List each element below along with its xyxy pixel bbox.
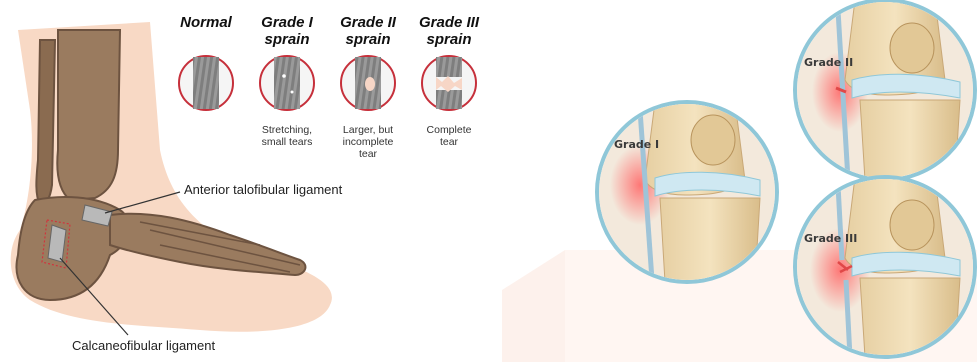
knee-inset-grade2 <box>795 0 975 180</box>
grade-heading-line2: sprain <box>256 31 318 48</box>
grade-heading-line1: Grade I <box>256 14 318 31</box>
caption-line: incomplete <box>323 136 413 148</box>
grade2-caption: Larger, but incomplete tear <box>323 124 413 160</box>
grade-heading-grade1: Grade I sprain <box>256 14 318 48</box>
grade-heading-line1: Grade II <box>337 14 399 31</box>
grade-heading-line1: Grade III <box>418 14 480 31</box>
grade-heading-normal: Normal <box>175 14 237 31</box>
normal-ligament-circle <box>179 56 233 110</box>
caption-line: Larger, but <box>323 124 413 136</box>
knee-grade1-label: Grade I <box>614 138 659 151</box>
knee-grade3-label: Grade III <box>804 232 857 245</box>
caption-line: Stretching, <box>242 124 332 136</box>
grade1-ligament-circle <box>260 56 314 110</box>
caption-line: small tears <box>242 136 332 148</box>
caption-line: Complete <box>404 124 494 136</box>
knee-grade2-label: Grade II <box>804 56 853 69</box>
grade-heading-line2: sprain <box>418 31 480 48</box>
grade1-caption: Stretching, small tears <box>242 124 332 148</box>
knee-backdrop <box>502 250 565 362</box>
tibia-bone <box>57 30 120 200</box>
knee-inset-grade3 <box>795 177 975 357</box>
caption-line: tear <box>404 136 494 148</box>
grade-heading-line2: Normal <box>175 14 237 31</box>
knee-inset-grade1 <box>597 102 777 282</box>
caption-line: tear <box>323 148 413 160</box>
grade-heading-grade2: Grade II sprain <box>337 14 399 48</box>
grade3-caption: Complete tear <box>404 124 494 148</box>
grade2-ligament-circle <box>341 56 395 110</box>
anterior-talofibular-label: Anterior talofibular ligament <box>184 182 342 197</box>
fibula-bone <box>36 40 55 205</box>
grade-heading-line2: sprain <box>337 31 399 48</box>
grade3-ligament-circle <box>422 56 476 110</box>
grade-circles <box>179 56 476 110</box>
calcaneofibular-label: Calcaneofibular ligament <box>72 338 215 353</box>
grade-heading-grade3: Grade III sprain <box>418 14 480 48</box>
